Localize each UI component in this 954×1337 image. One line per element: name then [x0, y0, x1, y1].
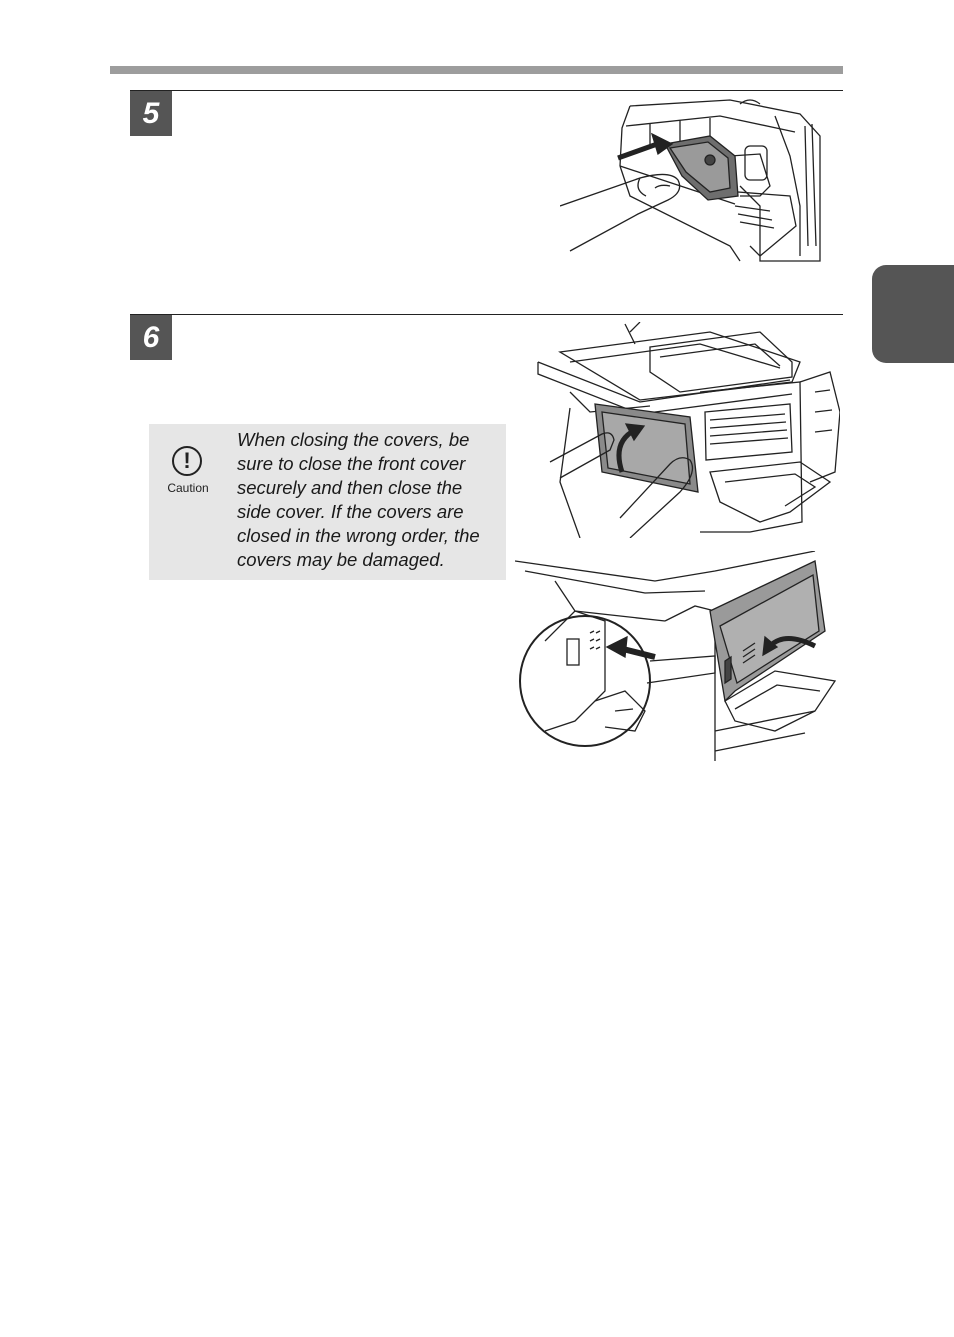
step-6-rule [130, 314, 843, 315]
toner-insertion-illustration [560, 96, 822, 266]
caution-text: When closing the covers, be sure to clos… [237, 429, 480, 570]
caution-icon: ! Caution [165, 446, 211, 502]
chapter-tab [872, 265, 954, 363]
exclamation-circle-icon: ! [172, 446, 202, 476]
caution-label: Caution [167, 481, 209, 495]
close-side-cover-illustration [515, 551, 840, 761]
close-front-cover-illustration [530, 322, 840, 538]
caution-note: ! Caution When closing the covers, be su… [149, 424, 506, 580]
step-6-number: 6 [130, 315, 172, 360]
step-5-number: 5 [130, 91, 172, 136]
top-rule [110, 66, 843, 74]
step-5-rule [130, 90, 843, 91]
